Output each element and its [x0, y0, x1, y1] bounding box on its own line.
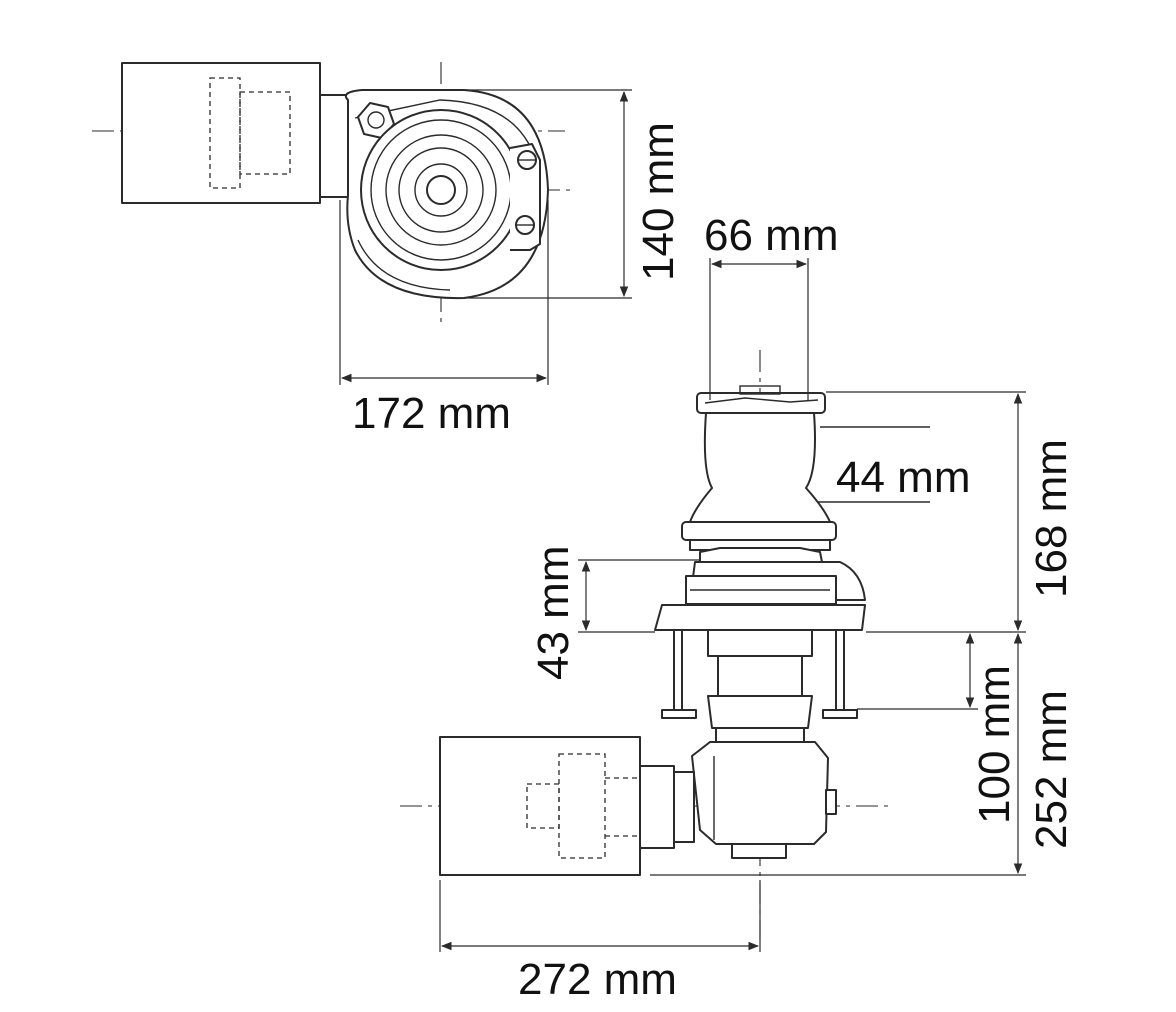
- gearbox-bottom-cap: [731, 843, 787, 859]
- shaft-upper-sleeve: [707, 629, 813, 657]
- capstan-drum: [689, 412, 831, 523]
- top-view-hex-nut-center: [367, 111, 385, 129]
- shaft-lower-ring: [715, 727, 805, 743]
- label-140mm: 140 mm: [634, 122, 683, 281]
- label-44mm: 44 mm: [836, 453, 971, 502]
- shaft-column: [717, 655, 803, 697]
- side-view-motor-hidden-core: [558, 753, 606, 859]
- top-view-gearbox-collar: [319, 94, 349, 198]
- motor-collar-inner: [673, 771, 695, 843]
- capstan-top-knob: [739, 385, 781, 395]
- side-view: [400, 258, 1026, 952]
- gypsy-upper: [699, 547, 823, 563]
- stud-left-nut: [661, 709, 697, 719]
- capstan-top-detail: [704, 397, 819, 404]
- side-view-motor-body: [439, 736, 641, 876]
- top-view-drum-ring-2: [385, 134, 497, 246]
- top-view-housing-inner-lower: [357, 239, 451, 291]
- stud-right-nut: [822, 709, 858, 719]
- label-252mm: 252 mm: [1027, 690, 1076, 849]
- top-view-motor-hidden-outline: [209, 77, 241, 189]
- gearbox-side-knob: [825, 789, 837, 815]
- top-view-drum-ring-4: [414, 163, 468, 217]
- top-view-drum-ring-3: [398, 147, 484, 233]
- motor-collar: [639, 765, 675, 849]
- capstan-base-flange: [681, 521, 837, 541]
- deck-base-plate: [654, 604, 866, 631]
- capstan-top-cap: [696, 392, 826, 414]
- label-272mm: 272 mm: [518, 955, 677, 1004]
- label-100mm: 100 mm: [970, 665, 1019, 824]
- label-168mm: 168 mm: [1027, 439, 1076, 598]
- label-172mm: 172 mm: [352, 389, 511, 438]
- top-view-motor-hidden-shaft: [239, 91, 291, 175]
- label-66mm: 66 mm: [704, 211, 839, 260]
- shaft-coupling: [707, 695, 813, 729]
- top-view: [92, 62, 632, 385]
- top-view-housing-inner-edge: [354, 99, 533, 151]
- gearbox-housing: [691, 741, 829, 845]
- top-view-drum-outer: [360, 109, 522, 271]
- top-view-drum-hub: [426, 175, 456, 205]
- label-43mm: 43 mm: [529, 545, 578, 680]
- top-view-motor-body: [121, 62, 321, 204]
